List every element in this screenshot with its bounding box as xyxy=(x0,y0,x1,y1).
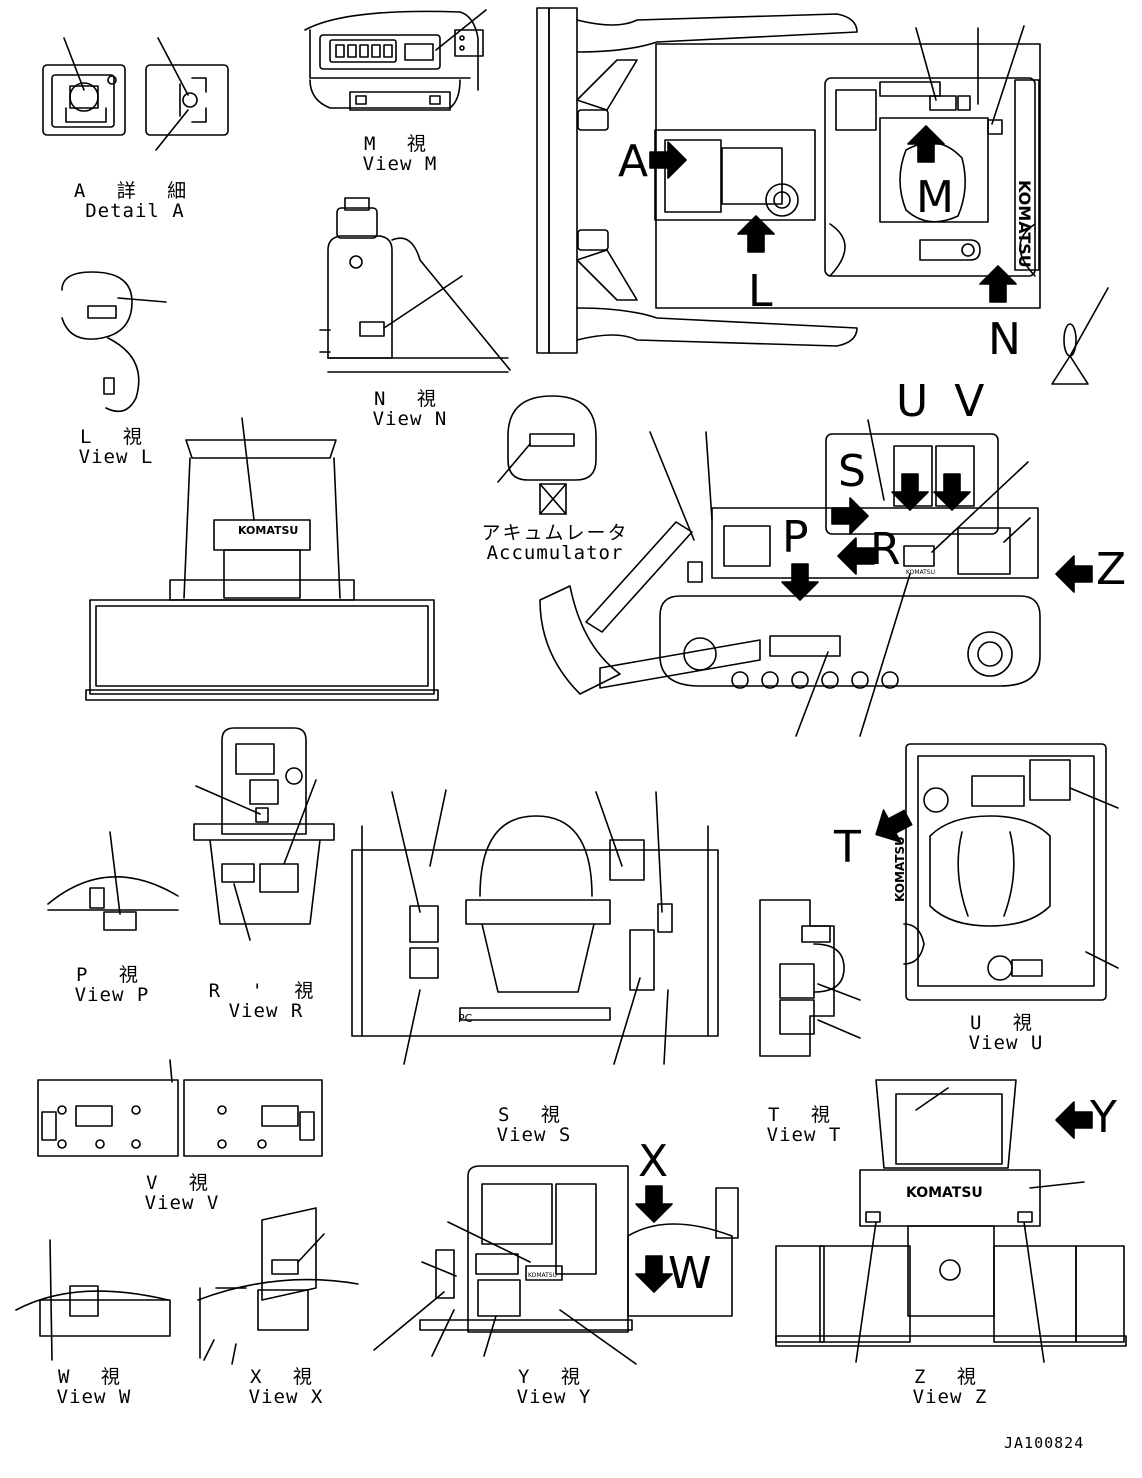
svg-text:KOMATSU: KOMATSU xyxy=(238,524,298,537)
letter-t: T xyxy=(834,822,861,873)
view-l-inset-drawing xyxy=(61,271,167,413)
svg-text:KOMATSU: KOMATSU xyxy=(1015,180,1034,268)
letter-n: N xyxy=(988,314,1021,365)
letter-s: S xyxy=(838,446,866,497)
view-y-drawing: KOMATSU xyxy=(373,1165,739,1365)
view-w-drawing xyxy=(15,1239,171,1361)
view-u-drawing: KOMATSU xyxy=(875,743,1119,1001)
view-t-drawing xyxy=(759,899,861,1057)
view-r-drawing xyxy=(193,727,335,941)
svg-text:KOMATSU: KOMATSU xyxy=(528,1272,557,1279)
letter-z: Z xyxy=(1096,544,1127,595)
view-x-drawing xyxy=(197,1207,359,1365)
view-m-drawing xyxy=(304,9,487,111)
view-p-drawing xyxy=(47,831,179,931)
view-z-drawing: KOMATSU xyxy=(775,1079,1127,1363)
letter-w: W xyxy=(668,1248,712,1299)
letter-a: A xyxy=(618,136,649,187)
lifting-symbol xyxy=(1051,287,1109,385)
letter-m: M xyxy=(916,172,954,223)
letter-y: Y xyxy=(1090,1092,1117,1143)
side-view-drawing: KOMATSU xyxy=(539,419,1093,737)
letter-l: L xyxy=(748,266,773,317)
letter-uv: U V xyxy=(896,376,991,427)
view-v-drawing xyxy=(37,1059,323,1157)
top-view-drawing: KOMATSU xyxy=(536,7,1041,354)
svg-text:KOMATSU: KOMATSU xyxy=(893,836,907,902)
detail-a-drawing xyxy=(42,37,229,151)
svg-text:KOMATSU: KOMATSU xyxy=(906,1185,983,1201)
svg-text:KOMATSU: KOMATSU xyxy=(906,569,935,576)
view-s-drawing xyxy=(351,789,719,1065)
letter-x: X xyxy=(638,1136,669,1187)
view-l-drawing: KOMATSU xyxy=(85,417,439,701)
document-id: JA100824 xyxy=(1004,1434,1085,1452)
view-n-drawing xyxy=(319,197,511,373)
letter-r: R xyxy=(870,524,901,575)
letter-p: P xyxy=(782,512,809,563)
accumulator-drawing xyxy=(497,395,597,515)
pc-label: PC xyxy=(458,1012,473,1025)
